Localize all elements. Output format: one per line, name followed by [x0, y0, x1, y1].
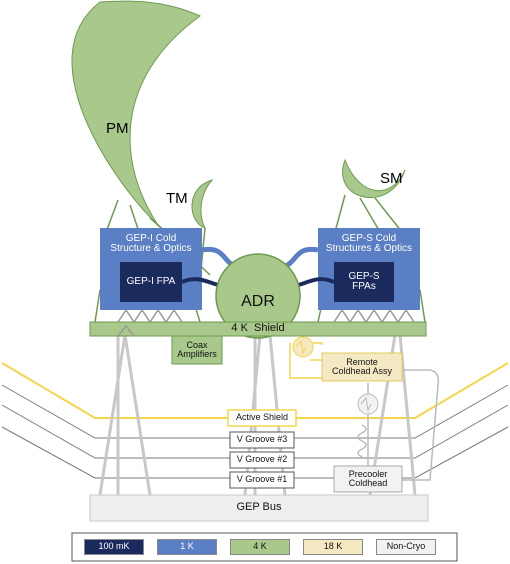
vgroove1-label: V Groove #1: [236, 474, 288, 485]
remote-coldhead-box: [321, 352, 403, 382]
coax-amplifiers-box: [171, 335, 223, 365]
4k-shield: [89, 321, 427, 337]
remote-cooler-loop: [289, 342, 323, 379]
precooler-box: [333, 465, 403, 493]
remote-valve-icon: [292, 336, 314, 358]
secondary-mirror: [342, 158, 406, 198]
tertiary-mirror: [191, 179, 214, 229]
legend-item: 18 K: [303, 539, 363, 555]
legend-item: 1 K: [157, 539, 217, 555]
coax-amplifiers-label: Coax Amplifiers: [177, 339, 217, 359]
precooler-label: Precooler Coldhead: [348, 468, 388, 488]
precooler-valve-icon: [357, 393, 379, 415]
gep-bus-box: [89, 494, 429, 522]
4k-shield-label: 4 K Shield: [231, 322, 285, 335]
gep-bus-label: GEP Bus: [236, 501, 282, 514]
active-shield-box: [227, 409, 297, 427]
gep-i-fpa-label: GEP-I FPA: [126, 275, 176, 287]
pm-label: PM: [106, 120, 129, 137]
vgroove1-box: [229, 471, 295, 489]
remote-coldhead-label: Remote Coldhead Assy: [331, 356, 393, 376]
legend-item: 4 K: [230, 539, 290, 555]
adr-label: ADR: [241, 292, 275, 310]
active-shield-label: Active Shield: [235, 412, 289, 423]
legend: 100 mK 1 K 4 K 18 K Non-Cryo: [72, 533, 457, 561]
gep-i-cold-label: GEP-I Cold Structure & Optics: [110, 232, 192, 254]
gep-s-fpas-label: GEP-S FPAs: [348, 270, 380, 292]
tm-label: TM: [166, 190, 188, 207]
adr-sphere: [215, 253, 301, 339]
sm-label: SM: [380, 170, 403, 187]
vgroove2-box: [229, 451, 295, 469]
gep-s-cold-label: GEP-S Cold Structures & Optics: [325, 232, 413, 254]
lower-flexures: [117, 324, 135, 337]
vgroove2-label: V Groove #2: [236, 454, 288, 465]
gep-i-fpa: [120, 262, 182, 302]
legend-item: 100 mK: [84, 539, 144, 555]
primary-mirror: [71, 0, 201, 226]
gep-s-fpas: [334, 262, 394, 302]
vgroove3-box: [229, 431, 295, 449]
legend-item: Non-Cryo: [376, 539, 436, 555]
vgroove3-label: V Groove #3: [236, 434, 288, 445]
cooler-lines: [357, 369, 440, 481]
